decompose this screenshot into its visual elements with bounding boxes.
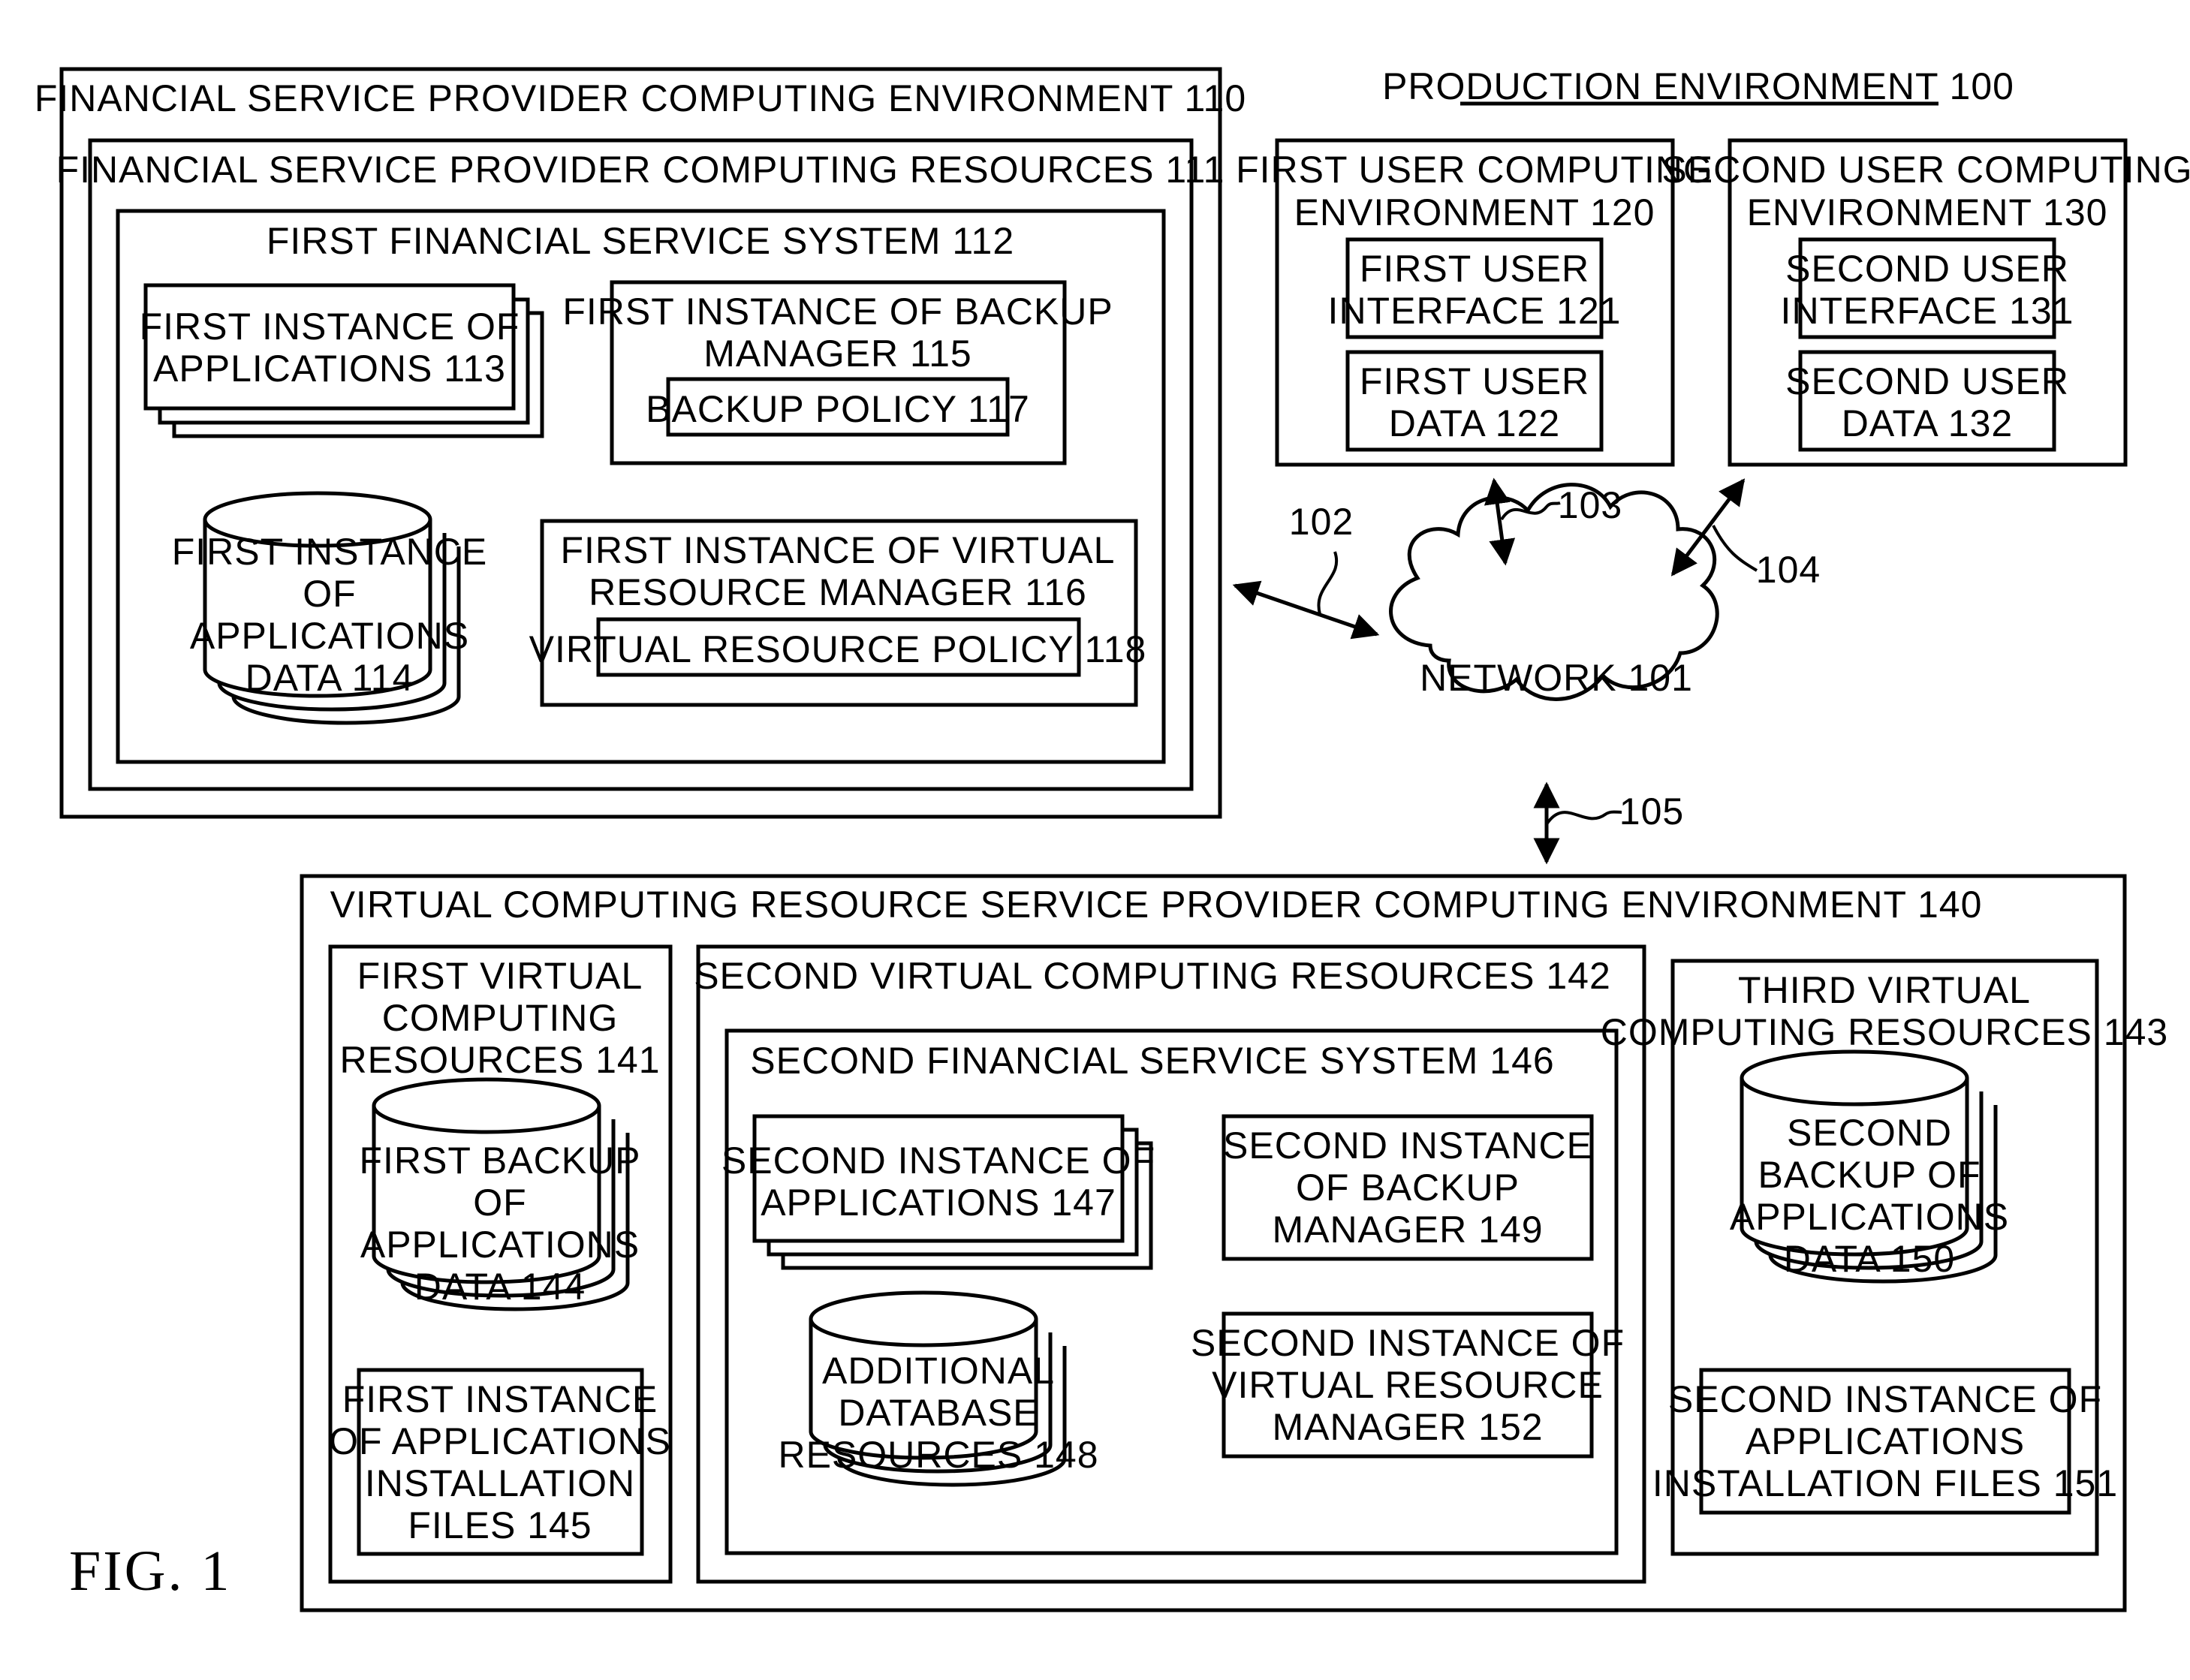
- second-instance-applications-stack: SECOND INSTANCE OF APPLICATIONS 147: [721, 1116, 1155, 1268]
- ui121-line1: FIRST USER: [1360, 248, 1589, 290]
- app147-line1: SECOND INSTANCE OF: [721, 1140, 1155, 1182]
- bm115-line1: FIRST INSTANCE OF BACKUP: [562, 291, 1113, 333]
- ref-102: 102: [1289, 501, 1354, 543]
- vrm152-line2: VIRTUAL RESOURCE: [1212, 1364, 1604, 1406]
- network-label-visible: NETWORK 101: [1420, 657, 1693, 699]
- bm115-line2: MANAGER 115: [703, 333, 971, 375]
- backup150-line2: BACKUP OF: [1758, 1154, 1981, 1196]
- backup144-line4: DATA 144: [414, 1266, 586, 1308]
- vcrsp-environment-title: VIRTUAL COMPUTING RESOURCE SERVICE PROVI…: [330, 884, 1983, 926]
- backup150-line4: DATA 150: [1784, 1238, 1955, 1280]
- first-backup-manager: FIRST INSTANCE OF BACKUP MANAGER 115 BAC…: [562, 282, 1113, 463]
- first-financial-service-system: FIRST FINANCIAL SERVICE SYSTEM 112 FIRST…: [118, 211, 1164, 762]
- vrm116-line1: FIRST INSTANCE OF VIRTUAL: [561, 529, 1116, 571]
- ui121-line2: INTERFACE 121: [1328, 290, 1622, 332]
- third-virtual-computing-resources: THIRD VIRTUAL COMPUTING RESOURCES 143 SE…: [1601, 961, 2168, 1554]
- fsp-resources-title: FINANCIAL SERVICE PROVIDER COMPUTING RES…: [56, 149, 1225, 191]
- app113-line2: APPLICATIONS 113: [153, 348, 506, 390]
- bm149-line1: SECOND INSTANCE: [1223, 1125, 1592, 1167]
- first-backup-data-stack: FIRST BACKUP OF APPLICATIONS DATA 144: [359, 1079, 640, 1309]
- user120-line1: FIRST USER COMPUTING: [1236, 149, 1713, 191]
- vcr143-line2: COMPUTING RESOURCES 143: [1601, 1011, 2168, 1053]
- vrm152-line1: SECOND INSTANCE OF: [1191, 1322, 1625, 1364]
- vcr141-line3: RESOURCES 141: [339, 1039, 660, 1081]
- appdata114-line1: FIRST INSTANCE: [172, 531, 488, 573]
- ui131-line2: INTERFACE 131: [1781, 290, 2074, 332]
- first-instance-applications-stack: FIRST INSTANCE OF APPLICATIONS 113: [140, 285, 542, 436]
- app113-line1: FIRST INSTANCE OF: [140, 306, 520, 348]
- vcr143-line1: THIRD VIRTUAL: [1738, 969, 2031, 1011]
- second-user-environment: SECOND USER COMPUTING ENVIRONMENT 130 SE…: [1661, 140, 2190, 465]
- second-virtual-computing-resources: SECOND VIRTUAL COMPUTING RESOURCES 142 S…: [694, 947, 1644, 1582]
- fsp-computing-resources: FINANCIAL SERVICE PROVIDER COMPUTING RES…: [56, 140, 1225, 789]
- bm149-line3: MANAGER 149: [1272, 1209, 1543, 1251]
- production-environment-title: PRODUCTION ENVIRONMENT 100: [1382, 65, 2014, 107]
- virtual-resource-policy-label: VIRTUAL RESOURCE POLICY 118: [529, 628, 1147, 670]
- fsp-environment-title: FINANCIAL SERVICE PROVIDER COMPUTING ENV…: [35, 77, 1246, 119]
- files151-line3: INSTALLATION FILES 151: [1652, 1462, 2118, 1504]
- first-virtual-computing-resources: FIRST VIRTUAL COMPUTING RESOURCES 141 FI…: [329, 947, 671, 1582]
- backup-policy-label: BACKUP POLICY 117: [646, 388, 1030, 430]
- ud122-line2: DATA 122: [1389, 402, 1560, 444]
- ui131-line1: SECOND USER: [1785, 248, 2069, 290]
- backup144-line1: FIRST BACKUP: [359, 1140, 640, 1182]
- db148-line3: RESOURCES 148: [778, 1434, 1098, 1476]
- first-fss-title: FIRST FINANCIAL SERVICE SYSTEM 112: [267, 220, 1014, 262]
- vcr141-line1: FIRST VIRTUAL: [357, 955, 643, 997]
- user120-line2: ENVIRONMENT 120: [1294, 191, 1655, 233]
- figure-label: FIG. 1: [69, 1540, 231, 1603]
- files151-line2: APPLICATIONS: [1746, 1420, 2025, 1462]
- fss146-title: SECOND FINANCIAL SERVICE SYSTEM 146: [750, 1040, 1554, 1082]
- vcr142-title: SECOND VIRTUAL COMPUTING RESOURCES 142: [694, 955, 1611, 997]
- appdata114-line3: APPLICATIONS: [190, 615, 469, 657]
- ud132-line2: DATA 132: [1842, 402, 2013, 444]
- user130-line1: SECOND USER COMPUTING: [1661, 149, 2190, 191]
- vcrsp-environment: VIRTUAL COMPUTING RESOURCE SERVICE PROVI…: [302, 876, 2168, 1610]
- bm149-line2: OF BACKUP: [1296, 1167, 1520, 1209]
- user130-line2: ENVIRONMENT 130: [1747, 191, 2108, 233]
- backup150-line1: SECOND: [1787, 1112, 1952, 1154]
- second-backup-data-stack: SECOND BACKUP OF APPLICATIONS DATA 150: [1730, 1052, 2009, 1281]
- ref-103: 103: [1558, 484, 1622, 526]
- appdata114-line4: DATA 114: [246, 657, 414, 699]
- backup144-line2: OF: [473, 1182, 526, 1224]
- vrm116-line2: RESOURCE MANAGER 116: [589, 571, 1087, 613]
- vcr141-line2: COMPUTING: [382, 997, 619, 1039]
- appdata114-line2: OF: [303, 573, 356, 615]
- files145-line1: FIRST INSTANCE: [342, 1378, 658, 1420]
- ud132-line1: SECOND USER: [1785, 360, 2069, 402]
- backup150-line3: APPLICATIONS: [1730, 1196, 2009, 1238]
- first-user-environment: FIRST USER COMPUTING ENVIRONMENT 120 FIR…: [1236, 140, 1713, 465]
- files145-line2: OF APPLICATIONS: [329, 1420, 671, 1462]
- vrm152-line3: MANAGER 152: [1272, 1406, 1543, 1448]
- db148-line2: DATABASE: [838, 1392, 1038, 1434]
- files151-line1: SECOND INSTANCE OF: [1668, 1378, 2102, 1420]
- first-virtual-resource-manager: FIRST INSTANCE OF VIRTUAL RESOURCE MANAG…: [529, 521, 1147, 705]
- db148-line1: ADDITIONAL: [822, 1350, 1055, 1392]
- ud122-line1: FIRST USER: [1360, 360, 1589, 402]
- files145-line3: INSTALLATION: [365, 1462, 635, 1504]
- ref-104: 104: [1756, 549, 1821, 591]
- ref-105: 105: [1619, 790, 1684, 832]
- files145-line4: FILES 145: [408, 1504, 592, 1546]
- fsp-computing-environment: FINANCIAL SERVICE PROVIDER COMPUTING ENV…: [35, 69, 1246, 817]
- backup144-line3: APPLICATIONS: [360, 1224, 640, 1266]
- second-financial-service-system: SECOND FINANCIAL SERVICE SYSTEM 146 SECO…: [721, 1031, 1625, 1553]
- app147-line2: APPLICATIONS 147: [761, 1182, 1116, 1224]
- connector-102: 102: [1235, 501, 1377, 634]
- connector-105: 105: [1547, 784, 1684, 862]
